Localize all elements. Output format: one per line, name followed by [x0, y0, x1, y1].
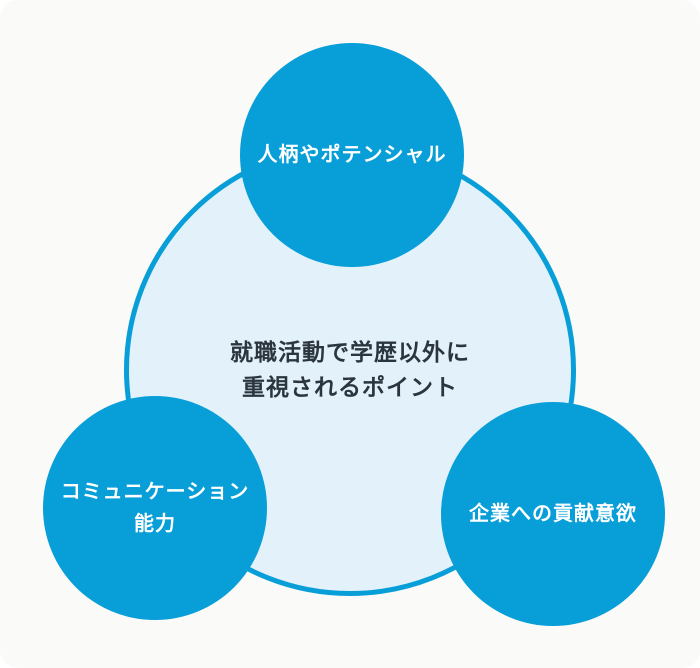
diagram-title-line2: 重視されるポイント [242, 374, 458, 400]
node-personality-label-line1: 人柄やポテンシャル [257, 144, 447, 166]
node-contribution-label: 企業への貢献意欲 [469, 498, 637, 530]
node-communication-label-line2: 能力 [133, 513, 176, 535]
node-contribution: 企業への貢献意欲 [441, 402, 665, 626]
diagram-title-line1: 就職活動で学歴以外に [230, 339, 470, 365]
node-communication-label: コミュニケーション 能力 [61, 476, 250, 540]
node-communication-label-line1: コミュニケーション [60, 481, 250, 503]
node-contribution-label-line1: 企業への貢献意欲 [469, 503, 637, 525]
node-communication: コミュニケーション 能力 [43, 396, 267, 620]
diagram-title: 就職活動で学歴以外に 重視されるポイント [230, 335, 470, 405]
node-personality-label: 人柄やポテンシャル [258, 139, 447, 171]
node-personality: 人柄やポテンシャル [240, 43, 464, 267]
